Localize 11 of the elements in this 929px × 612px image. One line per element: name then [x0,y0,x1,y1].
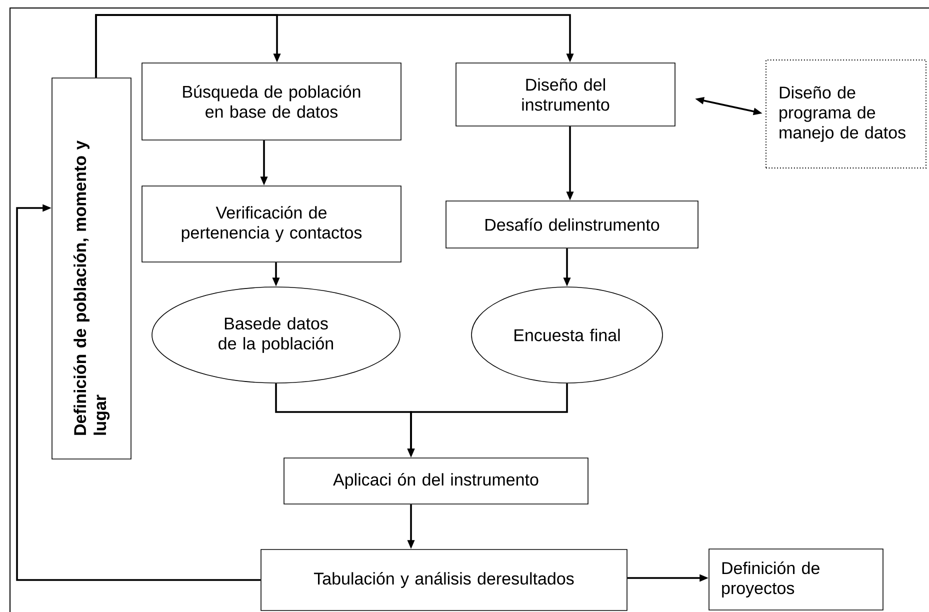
arrow [16,204,261,581]
process-box: Diseño de programa de manejo de datos [765,59,927,169]
process-box: Definición de proyectos [708,548,884,610]
arrow [95,14,574,78]
process-box: Verificación de pertenencia y contactos [142,186,402,262]
process-box: Definición de población, momento y lugar [52,78,132,460]
process-box: Aplicaci ón del instrumento [284,458,588,504]
process-box: Diseño del instrumento [456,62,676,126]
process-box: Tabulación y análisis deresultados [260,549,628,611]
process-box: Búsqueda de población en base de datos [142,62,402,140]
process-box: Desafío delinstrumento [446,200,698,248]
